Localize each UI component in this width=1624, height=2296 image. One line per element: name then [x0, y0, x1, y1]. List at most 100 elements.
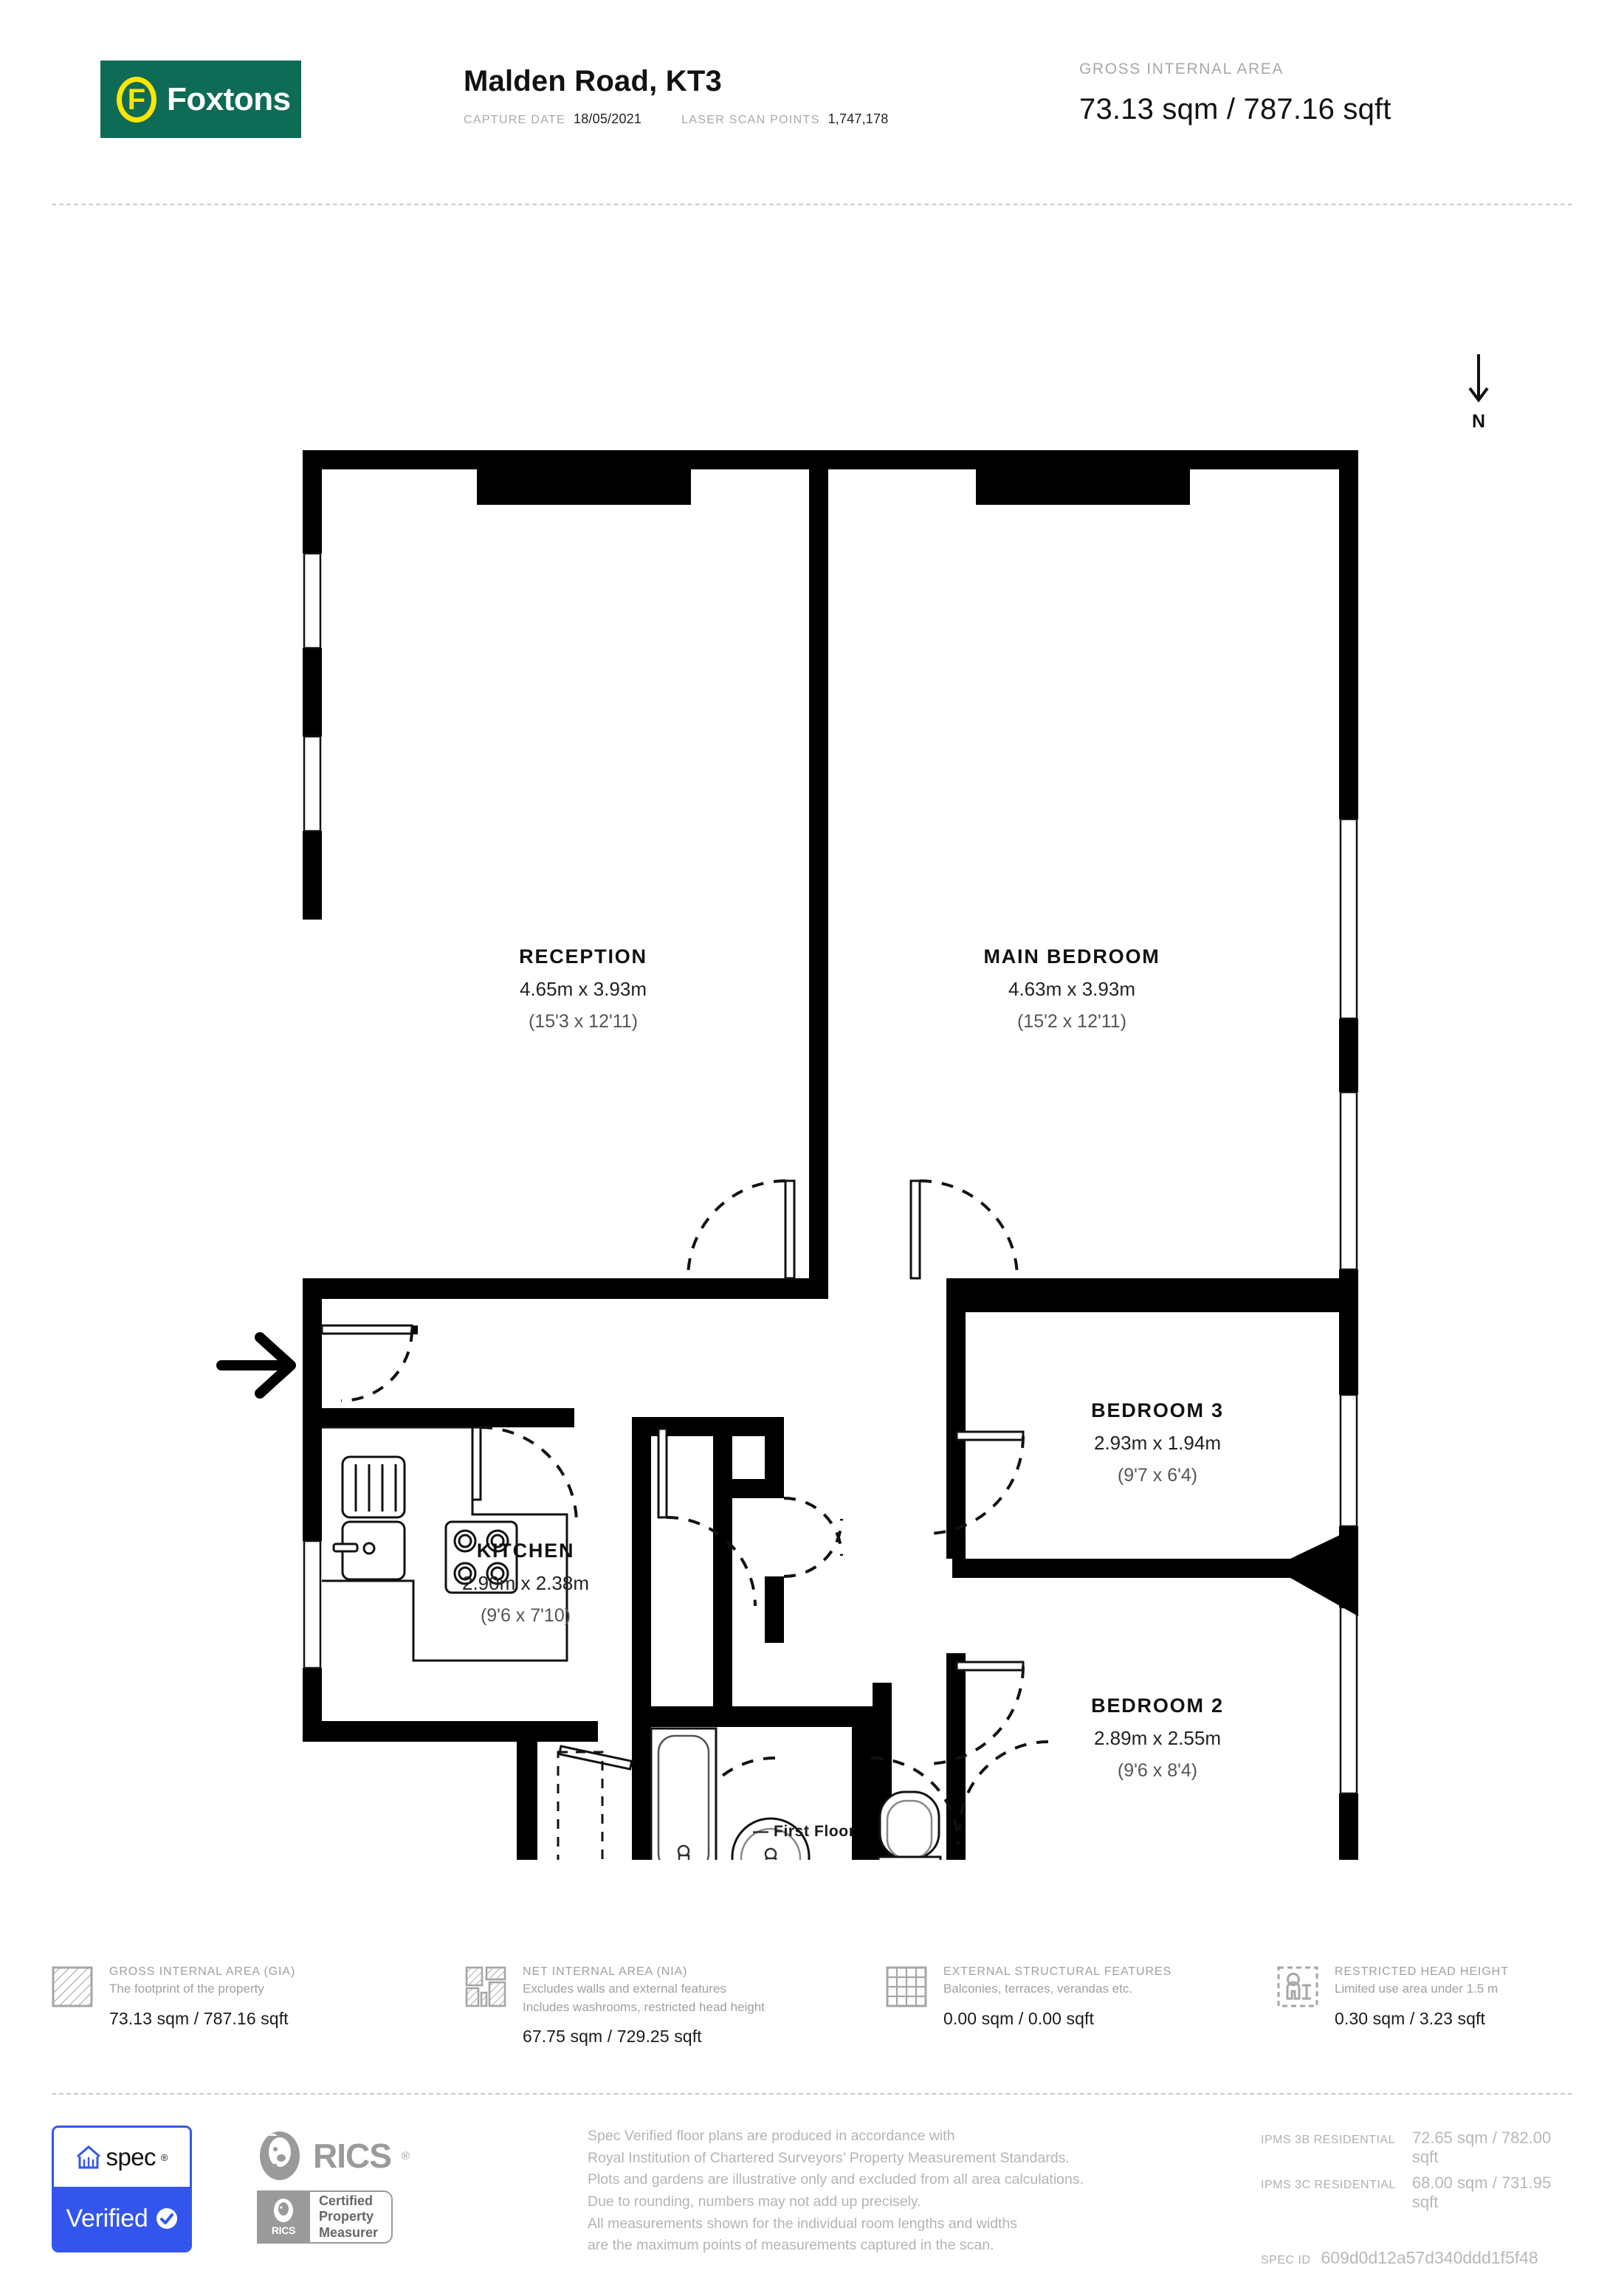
rics-cert-wordmark: RICS — [271, 2224, 296, 2236]
plan-door-leaves — [320, 1179, 1025, 1771]
rics-cert-line-3: Measurer — [319, 2224, 379, 2240]
spec-verified-label: Verified — [66, 2204, 148, 2233]
legend-title: NET INTERNAL AREA (NIA) — [523, 1965, 688, 1978]
restricted-head-height-zone — [557, 1751, 604, 1860]
grid-square-icon — [886, 1966, 927, 2007]
rics-cert-right: Certified Property Measurer — [310, 2190, 393, 2244]
capture-meta-row: CAPTURE DATE 18/05/2021 LASER SCAN POINT… — [464, 111, 888, 127]
bathroom-fixtures — [650, 1727, 942, 1860]
room-labels: RECEPTION 4.65m x 3.93m (15'3 x 12'11) M… — [462, 945, 1224, 1781]
rics-registered-mark: ® — [401, 2149, 410, 2162]
room-name: BEDROOM 3 — [1091, 1399, 1224, 1421]
footer-divider — [52, 2093, 1572, 2095]
room-metric: 2.89m x 2.55m — [1094, 1727, 1221, 1749]
foxtons-logo-text: Foxtons — [167, 80, 291, 117]
room-imperial: (9'7 x 6'4) — [1118, 1465, 1197, 1486]
floor-label: — First Floor — [753, 1823, 856, 1840]
room-metric: 2.93m x 1.94m — [1094, 1432, 1221, 1454]
room-label-main-bedroom: MAIN BEDROOM 4.63m x 3.93m (15'2 x 12'11… — [983, 945, 1160, 1032]
legend-sub-1: The footprint of the property — [109, 1982, 264, 1996]
ipms-measurements: IPMS 3B RESIDENTIAL 72.65 sqm / 782.00 s… — [1261, 2128, 1572, 2219]
page-header: F Foxtons Malden Road, KT3 CAPTURE DATE … — [0, 0, 1624, 192]
disclaimer-line-2: Royal Institution of Chartered Surveyors… — [588, 2149, 1070, 2166]
room-imperial: (9'6 x 7'10) — [481, 1605, 571, 1626]
ipms-3c-label: IPMS 3C RESIDENTIAL — [1261, 2179, 1396, 2191]
page-footer: spec ® Verified RICS ® — [52, 2115, 1572, 2292]
legend-sub-1: Excludes walls and external features — [523, 1982, 726, 1996]
legend-value: 67.75 sqm / 729.25 sqft — [523, 2027, 702, 2047]
ipms-3b-label: IPMS 3B RESIDENTIAL — [1261, 2134, 1395, 2146]
rics-wordmark: RICS — [313, 2137, 392, 2175]
legend-sub-1: Balconies, terraces, verandas etc. — [943, 1982, 1133, 1996]
spec-id-label: SPEC ID — [1261, 2254, 1311, 2266]
laser-scan-points-value: 1,747,178 — [828, 111, 889, 126]
legend-value: 0.30 sqm / 3.23 sqft — [1335, 2008, 1486, 2028]
room-name: MAIN BEDROOM — [983, 945, 1160, 968]
room-metric: 2.90m x 2.38m — [462, 1572, 589, 1594]
rics-cert-line-2: Property — [319, 2209, 374, 2224]
floorplan-canvas: RECEPTION 4.65m x 3.93m (15'3 x 12'11) M… — [0, 221, 1624, 1860]
ipms-row-3b: IPMS 3B RESIDENTIAL 72.65 sqm / 782.00 s… — [1261, 2128, 1572, 2167]
disclaimer-line-1: Spec Verified floor plans are produced i… — [588, 2128, 955, 2144]
legend-item-external: EXTERNAL STRUCTURAL FEATURES Balconies, … — [886, 1963, 1277, 2074]
laser-scan-points-label: LASER SCAN POINTS — [681, 114, 820, 126]
legend-item-gia: GROSS INTERNAL AREA (GIA) The footprint … — [52, 1963, 465, 2074]
spec-badge-bottom: Verified — [54, 2187, 190, 2250]
disclaimer-text: Spec Verified floor plans are produced i… — [588, 2126, 1215, 2257]
page-title: Malden Road, KT3 — [464, 65, 722, 97]
legend-title: EXTERNAL STRUCTURAL FEATURES — [943, 1965, 1172, 1978]
disclaimer-line-5: All measurements shown for the individua… — [588, 2215, 1018, 2232]
rics-logo: RICS ® — [257, 2130, 410, 2182]
capture-date-value: 18/05/2021 — [573, 111, 642, 126]
legend-sub-1: Limited use area under 1.5 m — [1335, 1982, 1499, 1996]
room-imperial: (15'3 x 12'11) — [529, 1011, 638, 1032]
room-label-reception: RECEPTION 4.65m x 3.93m (15'3 x 12'11) — [519, 945, 647, 1032]
rics-lion-icon — [260, 2131, 300, 2180]
foxtons-f-icon: F — [117, 76, 156, 123]
gross-internal-area-block: GROSS INTERNAL AREA 73.13 sqm / 787.16 s… — [1079, 61, 1391, 126]
home-icon — [76, 2145, 100, 2169]
room-imperial: (15'2 x 12'11) — [1017, 1011, 1126, 1032]
floorplan-drawing: RECEPTION 4.65m x 3.93m (15'3 x 12'11) M… — [216, 450, 1358, 1860]
legend-value: 73.13 sqm / 787.16 sqft — [109, 2008, 289, 2028]
legend-value: 0.00 sqm / 0.00 sqft — [943, 2008, 1095, 2028]
legend-title: RESTRICTED HEAD HEIGHT — [1335, 1965, 1509, 1978]
gia-label: GROSS INTERNAL AREA — [1079, 61, 1284, 77]
foxtons-logo-letter: F — [127, 83, 146, 116]
spec-registered-mark: ® — [160, 2151, 168, 2163]
room-label-kitchen: KITCHEN 2.90m x 2.38m (9'6 x 7'10) — [462, 1540, 589, 1626]
rics-cert-left: RICS — [257, 2190, 310, 2244]
rics-accreditation: RICS ® RICS Certified Property Measurer — [257, 2130, 410, 2244]
foxtons-logo: F Foxtons — [100, 61, 301, 138]
check-circle-icon — [156, 2208, 177, 2229]
header-divider — [52, 204, 1572, 205]
disclaimer-line-6: are the maximum points of measurements c… — [588, 2237, 994, 2254]
room-imperial: (9'6 x 8'4) — [1118, 1760, 1197, 1781]
rics-certified-measurer-badge: RICS Certified Property Measurer — [257, 2190, 410, 2244]
legend-sub-2: Includes washrooms, restricted head heig… — [523, 1999, 765, 2014]
rics-lion-small-icon — [274, 2199, 293, 2222]
ipms-3b-value: 72.65 sqm / 782.00 sqft — [1411, 2128, 1552, 2166]
entrance-arrow-icon — [216, 1332, 296, 1399]
room-metric: 4.63m x 3.93m — [1008, 978, 1135, 1000]
north-compass: N — [1445, 353, 1512, 432]
spec-id-value: 609d0d12a57d340ddd1f5f48 — [1321, 2248, 1538, 2267]
kitchen-fixtures — [322, 1426, 568, 1662]
legend-item-restricted-head-height: RESTRICTED HEAD HEIGHT Limited use area … — [1277, 1963, 1572, 2074]
room-label-bedroom-3: BEDROOM 3 2.93m x 1.94m (9'7 x 6'4) — [1091, 1399, 1224, 1486]
spec-verified-badge: spec ® Verified — [52, 2126, 192, 2252]
gia-value: 73.13 sqm / 787.16 sqft — [1079, 93, 1391, 125]
legend-title: GROSS INTERNAL AREA (GIA) — [109, 1965, 296, 1978]
rics-cert-line-1: Certified — [319, 2193, 374, 2209]
room-label-bedroom-2: BEDROOM 2 2.89m x 2.55m (9'6 x 8'4) — [1091, 1695, 1224, 1781]
plan-walls — [303, 450, 1358, 1860]
disclaimer-line-4: Due to rounding, numbers may not add up … — [588, 2193, 921, 2210]
room-name: RECEPTION — [519, 945, 647, 968]
spec-word: spec — [106, 2143, 156, 2171]
room-name: BEDROOM 2 — [1091, 1695, 1224, 1717]
person-height-icon — [1277, 1966, 1318, 2007]
spec-id-row: SPEC ID 609d0d12a57d340ddd1f5f48 — [1261, 2248, 1538, 2268]
spec-badge-top: spec ® — [54, 2128, 190, 2187]
area-legend: GROSS INTERNAL AREA (GIA) The footprint … — [52, 1963, 1572, 2074]
ipms-3c-value: 68.00 sqm / 731.95 sqft — [1411, 2173, 1552, 2211]
